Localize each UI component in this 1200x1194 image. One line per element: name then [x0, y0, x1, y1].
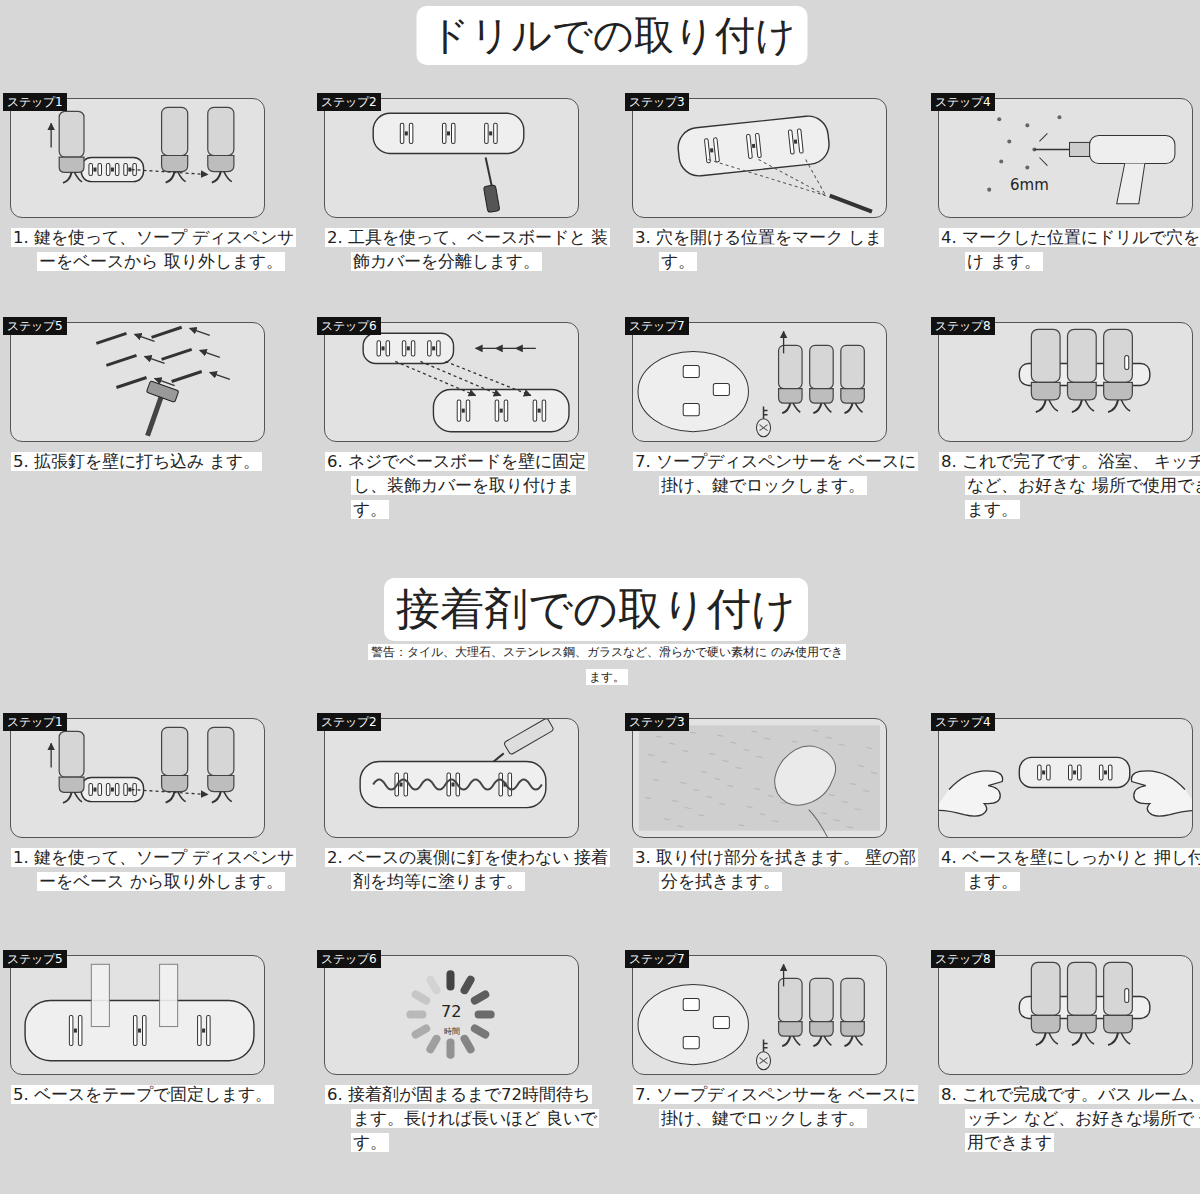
illustration-label: 時間 — [444, 1026, 460, 1037]
caption-block: 3. 穴を開ける位置をマーク します。 — [633, 226, 918, 274]
illustration-label: 72 — [441, 1002, 461, 1021]
step-tag: ステップ6 — [317, 950, 381, 968]
illustration-label: 6mm — [1010, 176, 1049, 194]
step-tag: ステップ2 — [317, 713, 381, 731]
step-tag: ステップ4 — [931, 93, 995, 111]
step-panel: ステップ88. これで完了です。浴室、 キッチンなど、お好きな 場所で使用できま… — [938, 322, 1193, 442]
step-illustration — [633, 719, 886, 837]
step-illustration — [11, 956, 264, 1074]
caption-block: 5. ベースをテープで固定します。 — [11, 1083, 296, 1107]
caption-block: 8. これで完了です。浴室、 キッチンなど、お好きな 場所で使用できます。 — [939, 450, 1200, 522]
step-illustration — [325, 719, 578, 837]
section-title: ドリルでの取り付け — [417, 6, 808, 65]
step-illustration — [939, 719, 1192, 837]
step-panel: ステップ77. ソープディスペンサーを ベースに掛け、鍵でロックします。 — [632, 322, 887, 442]
step-tag: ステップ1 — [3, 93, 67, 111]
step-caption: 6. 接着剤が固まるまで72時間待ち ます。長ければ長いほど 良いです。 — [325, 1085, 599, 1152]
caption-block: 2. ベースの裏側に釘を使わない 接着剤を均等に塗ります。 — [325, 846, 610, 894]
step-caption: 5. ベースをテープで固定します。 — [11, 1085, 274, 1104]
step-panel: ステップ44. ベースを壁にしっかりと 押し付けます。 — [938, 718, 1193, 838]
caption-block: 6. ネジでベースボードを壁に固定 し、装飾カバーを取り付けます。 — [325, 450, 610, 522]
step-panel: ステップ55. 拡張釘を壁に打ち込み ます。 — [10, 322, 265, 442]
step-tag: ステップ5 — [3, 317, 67, 335]
caption-block: 1. 鍵を使って、ソープ ディスペンサーをベースから 取り外します。 — [11, 226, 296, 274]
section-title: 接着剤での取り付け — [384, 578, 808, 641]
step-illustration — [939, 956, 1192, 1074]
step-tag: ステップ8 — [931, 317, 995, 335]
step-caption: 2. ベースの裏側に釘を使わない 接着剤を均等に塗ります。 — [325, 848, 610, 891]
step-illustration — [633, 99, 886, 217]
step-illustration — [11, 99, 264, 217]
caption-block: 8. これで完成です。バス ルーム、キッチン など、お好きな場所で 使用できます — [939, 1083, 1200, 1155]
step-caption: 4. ベースを壁にしっかりと 押し付けます。 — [939, 848, 1200, 891]
step-panel: ステップ88. これで完成です。バス ルーム、キッチン など、お好きな場所で 使… — [938, 955, 1193, 1075]
step-panel: ステップ44. マークした位置にドリルで穴を開け ます。 — [938, 98, 1193, 218]
step-tag: ステップ6 — [317, 317, 381, 335]
caption-block: 4. ベースを壁にしっかりと 押し付けます。 — [939, 846, 1200, 894]
caption-block: 4. マークした位置にドリルで穴を開け ます。 — [939, 226, 1200, 274]
step-illustration — [939, 323, 1192, 441]
step-caption: 7. ソープディスペンサーを ベースに掛け、鍵でロックします。 — [633, 1085, 918, 1128]
caption-block: 6. 接着剤が固まるまで72時間待ち ます。長ければ長いほど 良いです。 — [325, 1083, 610, 1155]
step-caption: 8. これで完了です。浴室、 キッチンなど、お好きな 場所で使用できます。 — [939, 452, 1200, 519]
caption-block: 1. 鍵を使って、ソープ ディスペンサーをベース から取り外します。 — [11, 846, 296, 894]
step-panel: ステップ22. 工具を使って、ベースボードと 装飾カバーを分離します。 — [324, 98, 579, 218]
step-caption: 6. ネジでベースボードを壁に固定 し、装飾カバーを取り付けます。 — [325, 452, 588, 519]
step-tag: ステップ3 — [625, 713, 689, 731]
caption-block: 7. ソープディスペンサーを ベースに掛け、鍵でロックします。 — [633, 450, 918, 498]
step-panel: ステップ77. ソープディスペンサーを ベースに掛け、鍵でロックします。 — [632, 955, 887, 1075]
step-tag: ステップ4 — [931, 713, 995, 731]
step-tag: ステップ7 — [625, 317, 689, 335]
step-panel: ステップ22. ベースの裏側に釘を使わない 接着剤を均等に塗ります。 — [324, 718, 579, 838]
step-tag: ステップ8 — [931, 950, 995, 968]
step-tag: ステップ1 — [3, 713, 67, 731]
step-caption: 2. 工具を使って、ベースボードと 装飾カバーを分離します。 — [325, 228, 610, 271]
step-panel: ステップ11. 鍵を使って、ソープ ディスペンサーをベースから 取り外します。 — [10, 98, 265, 218]
step-caption: 7. ソープディスペンサーを ベースに掛け、鍵でロックします。 — [633, 452, 918, 495]
step-panel: ステップ33. 穴を開ける位置をマーク します。 — [632, 98, 887, 218]
step-illustration — [325, 99, 578, 217]
step-illustration — [325, 323, 578, 441]
caption-block: 7. ソープディスペンサーを ベースに掛け、鍵でロックします。 — [633, 1083, 918, 1131]
step-tag: ステップ3 — [625, 93, 689, 111]
step-caption: 5. 拡張釘を壁に打ち込み ます。 — [11, 452, 262, 471]
step-caption: 3. 穴を開ける位置をマーク します。 — [633, 228, 884, 271]
step-tag: ステップ5 — [3, 950, 67, 968]
step-caption: 1. 鍵を使って、ソープ ディスペンサーをベース から取り外します。 — [11, 848, 296, 891]
caption-block: 5. 拡張釘を壁に打ち込み ます。 — [11, 450, 296, 474]
step-tag: ステップ2 — [317, 93, 381, 111]
step-caption: 3. 取り付け部分を拭きます。 壁の部分を拭きます。 — [633, 848, 918, 891]
step-illustration — [11, 323, 264, 441]
warning-block: 警告：タイル、大理石、ステンレス鋼、ガラスなど、滑らかで硬い素材に のみ使用でき… — [367, 640, 847, 690]
step-caption: 8. これで完成です。バス ルーム、キッチン など、お好きな場所で 使用できます — [939, 1085, 1200, 1152]
step-illustration — [939, 99, 1192, 217]
caption-block: 2. 工具を使って、ベースボードと 装飾カバーを分離します。 — [325, 226, 610, 274]
warning-note: 警告：タイル、大理石、ステンレス鋼、ガラスなど、滑らかで硬い素材に のみ使用でき… — [368, 644, 846, 685]
step-illustration — [633, 956, 886, 1074]
step-panel: ステップ55. ベースをテープで固定します。 — [10, 955, 265, 1075]
step-illustration — [633, 323, 886, 441]
step-tag: ステップ7 — [625, 950, 689, 968]
step-panel: ステップ11. 鍵を使って、ソープ ディスペンサーをベース から取り外します。 — [10, 718, 265, 838]
step-caption: 1. 鍵を使って、ソープ ディスペンサーをベースから 取り外します。 — [11, 228, 296, 271]
step-panel: ステップ33. 取り付け部分を拭きます。 壁の部分を拭きます。 — [632, 718, 887, 838]
step-panel: ステップ66. ネジでベースボードを壁に固定 し、装飾カバーを取り付けます。 — [324, 322, 579, 442]
caption-block: 3. 取り付け部分を拭きます。 壁の部分を拭きます。 — [633, 846, 918, 894]
step-illustration — [11, 719, 264, 837]
step-caption: 4. マークした位置にドリルで穴を開け ます。 — [939, 228, 1200, 271]
